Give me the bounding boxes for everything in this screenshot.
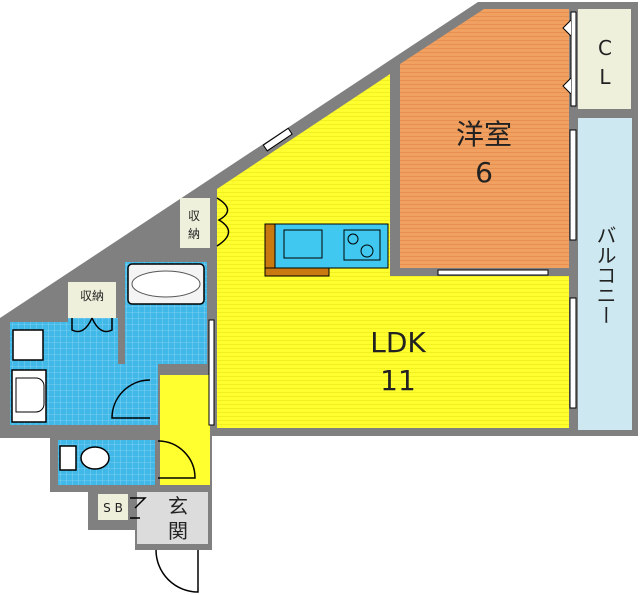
balcony bbox=[578, 118, 632, 430]
storage-ldk bbox=[180, 198, 210, 248]
ldk-room bbox=[217, 74, 569, 428]
storage-wash-label: 収納 bbox=[80, 289, 104, 303]
entrance-door-icon bbox=[155, 549, 199, 593]
western-sliding-door bbox=[437, 269, 549, 276]
hallway bbox=[160, 375, 210, 485]
ldk-label: LDK bbox=[370, 326, 426, 359]
sink-icon bbox=[283, 229, 323, 259]
entrance-label-2: 関 bbox=[168, 519, 188, 543]
closet-door bbox=[570, 11, 577, 107]
bath-window bbox=[208, 319, 215, 426]
shoe-box-label: S B bbox=[103, 501, 123, 515]
ldk-balcony-window bbox=[569, 297, 577, 409]
storage-wash-door-icon bbox=[71, 317, 113, 333]
balcony-label: バルコニー bbox=[593, 225, 617, 325]
storage-door-icon bbox=[216, 197, 230, 247]
western-room-label: 洋室 bbox=[456, 118, 512, 151]
toilet-door-icon bbox=[157, 440, 196, 479]
closet-label-l: L bbox=[599, 65, 611, 89]
entrance bbox=[137, 492, 208, 544]
storage-ldk-label-1: 収 bbox=[188, 209, 200, 223]
storage-ldk-label-2: 納 bbox=[188, 227, 200, 241]
western-room-size: 6 bbox=[475, 156, 493, 189]
washroom-door-icon bbox=[111, 379, 151, 419]
entrance-label-1: 玄 bbox=[168, 494, 188, 518]
closet bbox=[578, 9, 631, 109]
washing-machine-icon bbox=[12, 329, 44, 361]
ldk-diagonal-window bbox=[262, 127, 293, 152]
toilet-icon bbox=[59, 445, 77, 471]
storage-wash bbox=[68, 282, 116, 318]
shoe-box bbox=[98, 494, 128, 520]
ldk-size: 11 bbox=[380, 364, 416, 397]
shoe-box-door-icon bbox=[130, 497, 147, 519]
western-room bbox=[400, 9, 569, 268]
closet-label-c: C bbox=[598, 36, 612, 60]
stove-icon bbox=[343, 229, 381, 261]
washroom bbox=[10, 318, 158, 425]
western-balcony-window bbox=[569, 129, 577, 241]
kitchen-unit bbox=[274, 223, 389, 269]
